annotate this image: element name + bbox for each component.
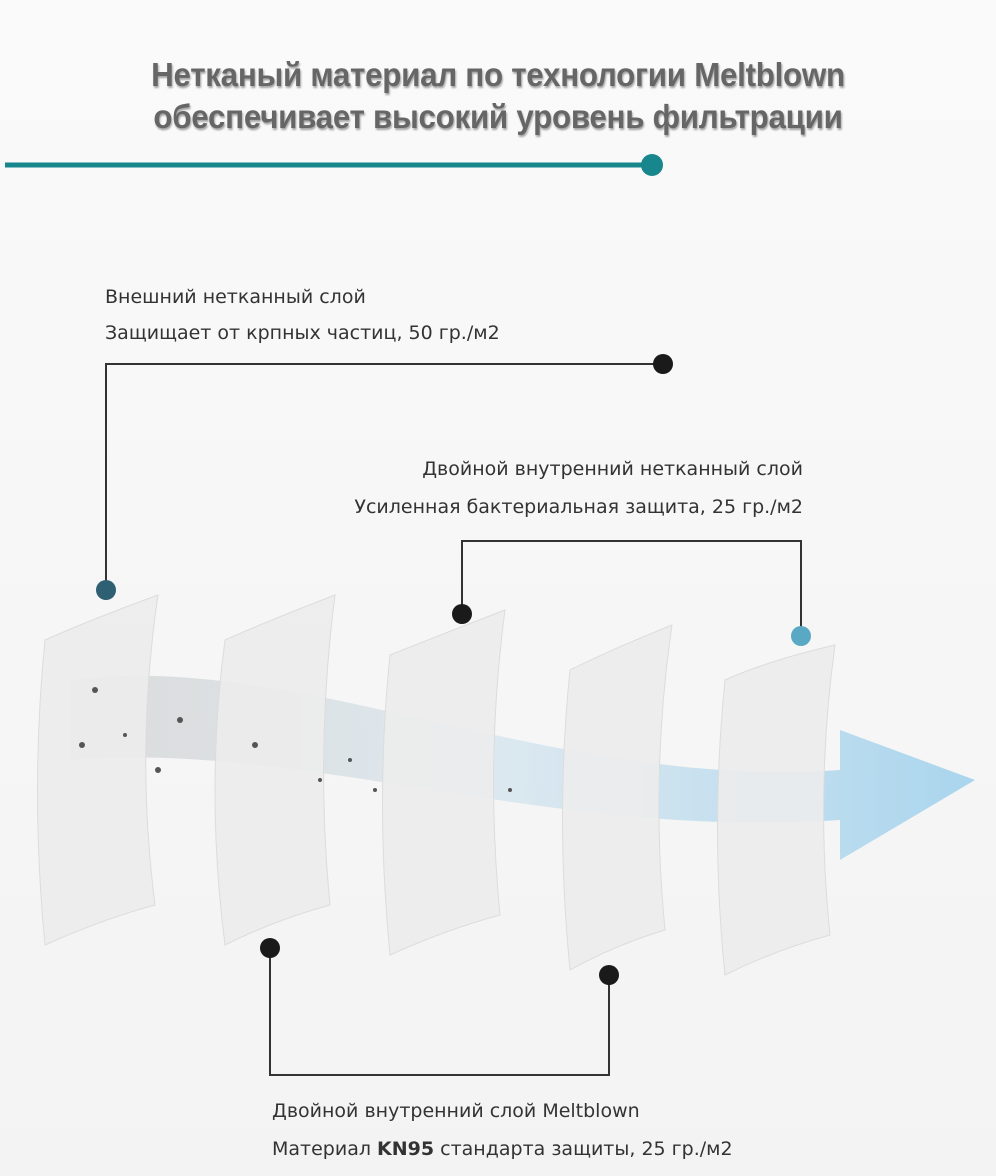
connector-lines xyxy=(105,363,802,1076)
filter-layers xyxy=(37,594,836,976)
desc-prefix: Материал xyxy=(272,1138,378,1160)
desc-suffix: стандарта защиты, 25 гр./м2 xyxy=(434,1138,733,1160)
title-line-1: Нетканый материал по технологии Meltblow… xyxy=(151,56,845,93)
inner-layer-name: Двойной внутренний нетканный слой xyxy=(422,458,803,480)
layer-4 xyxy=(562,624,673,971)
inner-layer-desc: Усиленная бактериальная защита, 25 гр./м… xyxy=(354,496,803,518)
title-underline-dot xyxy=(641,154,663,176)
meltblown-dot-1 xyxy=(260,938,280,958)
meltblown-dot-2 xyxy=(599,965,619,985)
outer-layer-name: Внешний нетканный слой xyxy=(105,286,366,308)
inner-layer-marker xyxy=(791,626,811,646)
title-line-2: обеспечивает высокий уровень фильтрации xyxy=(153,98,843,135)
airflow-arrow xyxy=(70,675,975,860)
layer-3 xyxy=(382,609,506,956)
particles xyxy=(79,687,512,792)
inner-layer-dot xyxy=(452,604,472,624)
kn95-standard: KN95 xyxy=(377,1138,435,1160)
layer-1 xyxy=(37,594,159,946)
layer-5 xyxy=(717,644,836,976)
outer-layer-marker xyxy=(96,580,116,600)
meltblown-layer-desc: Материал KN95 стандарта защиты, 25 гр./м… xyxy=(272,1138,733,1160)
outer-layer-dot xyxy=(653,354,673,374)
meltblown-layer-name: Двойной внутренний слой Meltblown xyxy=(272,1100,640,1122)
layer-2 xyxy=(214,594,336,946)
outer-layer-desc: Защищает от крпных частиц, 50 гр./м2 xyxy=(105,322,500,344)
